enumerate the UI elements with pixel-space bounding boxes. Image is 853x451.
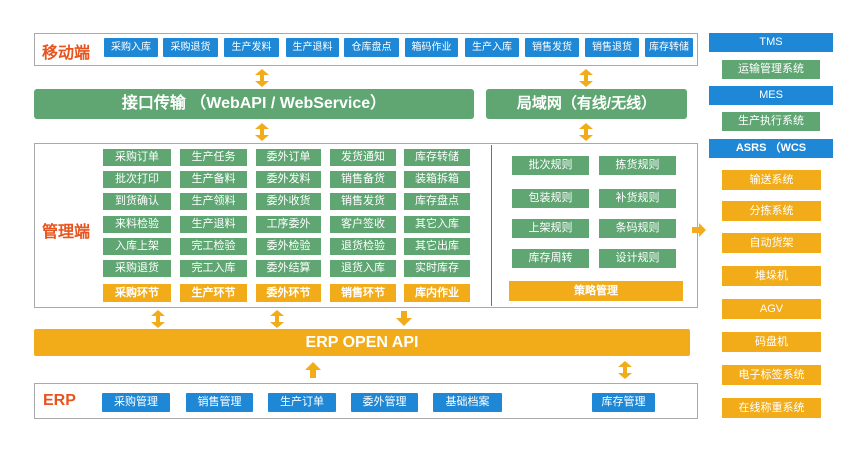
management-item[interactable]: 生产备料: [180, 171, 247, 188]
management-item[interactable]: 销售发货: [330, 193, 396, 210]
rule-item[interactable]: 上架规则: [512, 219, 589, 238]
management-item[interactable]: 退货检验: [330, 238, 396, 255]
management-divider: [491, 145, 492, 306]
management-item[interactable]: 客户签收: [330, 216, 396, 233]
rule-item[interactable]: 库存周转: [512, 249, 589, 268]
management-item[interactable]: 完工入库: [180, 260, 247, 277]
tms-title: TMS: [709, 33, 833, 52]
erp-button[interactable]: 库存管理: [592, 393, 655, 412]
management-section-footer: 销售环节: [330, 284, 396, 302]
updown-arrow-icon: [255, 123, 269, 141]
device-system-item: AGV: [722, 299, 821, 319]
erp-button[interactable]: 基础档案: [433, 393, 502, 412]
management-label: 管理端: [42, 224, 91, 241]
rule-item[interactable]: 批次规则: [512, 156, 589, 175]
management-item[interactable]: 委外检验: [256, 238, 321, 255]
mobile-button[interactable]: 生产发料: [224, 38, 279, 57]
erp-open-api-bar: ERP OPEN API: [34, 329, 690, 356]
device-system-item: 自动货架: [722, 233, 821, 253]
mobile-button[interactable]: 仓库盘点: [344, 38, 399, 57]
up-arrow-icon: [305, 362, 321, 378]
rule-item[interactable]: 条码规则: [599, 219, 676, 238]
asrs-title: ASRS （WCS: [709, 139, 833, 158]
mobile-button[interactable]: 箱码作业: [405, 38, 458, 57]
right-arrow-icon: [692, 223, 706, 237]
management-item[interactable]: 其它入库: [404, 216, 470, 233]
management-item[interactable]: 库存盘点: [404, 193, 470, 210]
erp-button[interactable]: 委外管理: [351, 393, 418, 412]
management-section-footer: 委外环节: [256, 284, 321, 302]
management-item[interactable]: 生产任务: [180, 149, 247, 166]
updown-arrow-icon: [255, 69, 269, 87]
management-item[interactable]: 工序委外: [256, 216, 321, 233]
device-system-item: 码盘机: [722, 332, 821, 352]
mes-desc: 生产执行系统: [722, 112, 820, 131]
management-item[interactable]: 实时库存: [404, 260, 470, 277]
mobile-button[interactable]: 采购入库: [104, 38, 158, 57]
rules-footer: 策略管理: [509, 281, 683, 301]
rule-item[interactable]: 补货规则: [599, 189, 676, 208]
updown-arrow-icon: [151, 310, 165, 328]
device-system-item: 电子标签系统: [722, 365, 821, 385]
mobile-button[interactable]: 生产入库: [465, 38, 519, 57]
mobile-button[interactable]: 采购退货: [163, 38, 218, 57]
management-item[interactable]: 入库上架: [103, 238, 171, 255]
device-system-item: 输送系统: [722, 170, 821, 190]
mobile-button[interactable]: 销售退货: [585, 38, 639, 57]
management-item[interactable]: 库存转储: [404, 149, 470, 166]
management-item[interactable]: 委外结算: [256, 260, 321, 277]
lan-bar: 局域网（有线/无线）: [486, 89, 687, 119]
management-item[interactable]: 采购退货: [103, 260, 171, 277]
management-item[interactable]: 完工检验: [180, 238, 247, 255]
management-item[interactable]: 销售备货: [330, 171, 396, 188]
rule-item[interactable]: 拣货规则: [599, 156, 676, 175]
interface-transport-bar: 接口传输 （WebAPI / WebService）: [34, 89, 474, 119]
management-section-footer: 生产环节: [180, 284, 247, 302]
updown-arrow-icon: [579, 69, 593, 87]
management-item[interactable]: 采购订单: [103, 149, 171, 166]
mobile-label: 移动端: [42, 45, 91, 62]
management-item[interactable]: 发货通知: [330, 149, 396, 166]
management-item[interactable]: 装箱拆箱: [404, 171, 470, 188]
mobile-button[interactable]: 库存转储: [645, 38, 693, 57]
management-section-footer: 采购环节: [103, 284, 171, 302]
device-system-item: 堆垛机: [722, 266, 821, 286]
updown-arrow-icon: [579, 123, 593, 141]
down-arrow-icon: [396, 311, 412, 326]
management-item[interactable]: 委外收货: [256, 193, 321, 210]
mobile-button[interactable]: 生产退料: [286, 38, 339, 57]
mobile-button[interactable]: 销售发货: [525, 38, 579, 57]
tms-desc: 运输管理系统: [722, 60, 820, 79]
management-item[interactable]: 退货入库: [330, 260, 396, 277]
erp-button[interactable]: 生产订单: [268, 393, 336, 412]
erp-button[interactable]: 采购管理: [102, 393, 170, 412]
erp-button[interactable]: 销售管理: [186, 393, 253, 412]
management-item[interactable]: 生产领料: [180, 193, 247, 210]
management-item[interactable]: 批次打印: [103, 171, 171, 188]
management-section-footer: 库内作业: [404, 284, 470, 302]
rule-item[interactable]: 设计规则: [599, 249, 676, 268]
erp-label: ERP: [43, 392, 76, 409]
management-item[interactable]: 委外发料: [256, 171, 321, 188]
device-system-item: 分拣系统: [722, 201, 821, 221]
management-item[interactable]: 委外订单: [256, 149, 321, 166]
management-item[interactable]: 生产退料: [180, 216, 247, 233]
mes-title: MES: [709, 86, 833, 105]
updown-arrow-icon: [618, 361, 632, 379]
rule-item[interactable]: 包装规则: [512, 189, 589, 208]
management-item[interactable]: 来料检验: [103, 216, 171, 233]
management-item[interactable]: 其它出库: [404, 238, 470, 255]
device-system-item: 在线称重系统: [722, 398, 821, 418]
updown-arrow-icon: [270, 310, 284, 328]
management-item[interactable]: 到货确认: [103, 193, 171, 210]
